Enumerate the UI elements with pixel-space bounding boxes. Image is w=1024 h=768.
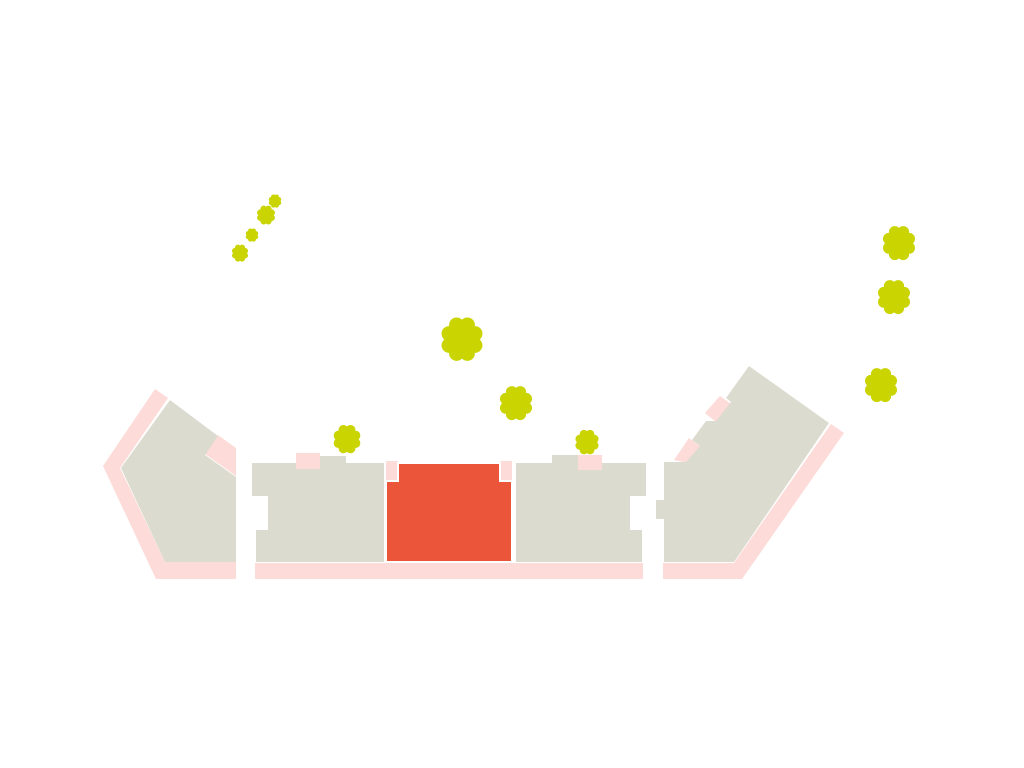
- terrace-right-wing: [663, 424, 844, 579]
- tree-icon: [245, 228, 259, 242]
- tree-icon: [877, 280, 911, 315]
- balcony-unit-3-north: [296, 453, 320, 469]
- unit-3[interactable]: [252, 456, 384, 562]
- balcony-unit-4-west: [386, 461, 398, 481]
- units: [121, 366, 829, 563]
- tree-icon: [257, 205, 275, 225]
- unit-left-wing[interactable]: [121, 400, 236, 562]
- terrace-south-middle: [255, 563, 643, 579]
- balcony-right-wing-lower: [674, 438, 701, 463]
- terrace-left-wing-balcony: [205, 435, 236, 476]
- tree-icon: [575, 429, 599, 455]
- tree-icon: [333, 424, 361, 454]
- balcony-right-wing-upper: [705, 396, 731, 422]
- tree-icon: [441, 317, 483, 361]
- tree-icon: [268, 194, 282, 208]
- tree-icon: [231, 244, 249, 262]
- unit-4[interactable]: [385, 462, 513, 563]
- tree-icon: [864, 368, 898, 403]
- balcony-unit-5-north: [578, 455, 602, 470]
- terraces: [103, 389, 844, 579]
- tree-icon: [499, 386, 533, 421]
- unit-right-wing[interactable]: [656, 366, 829, 562]
- balcony-unit-4-east: [500, 461, 512, 481]
- tree-icon: [882, 226, 916, 261]
- terrace-left-wing: [103, 389, 236, 579]
- unit-5[interactable]: [516, 455, 646, 562]
